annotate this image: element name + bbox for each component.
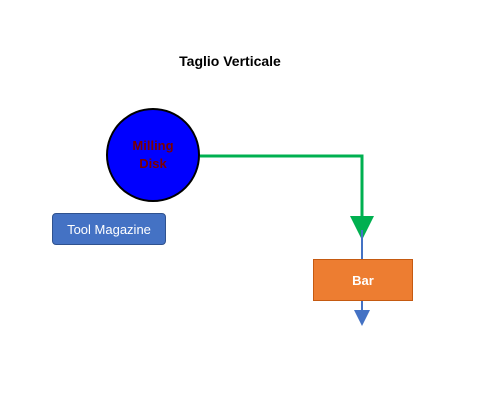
tool-magazine-label: Tool Magazine	[67, 221, 151, 237]
bar-node[interactable]: Bar	[313, 259, 413, 301]
milling-disk-label: Milling Disk	[132, 138, 174, 171]
diagram-title: Taglio Verticale	[179, 53, 281, 69]
edge-disk-to-bar	[200, 154, 374, 240]
tool-magazine-node[interactable]: Tool Magazine	[52, 213, 166, 245]
milling-disk-node[interactable]: Milling Disk	[106, 108, 200, 202]
bar-label: Bar	[352, 272, 374, 288]
